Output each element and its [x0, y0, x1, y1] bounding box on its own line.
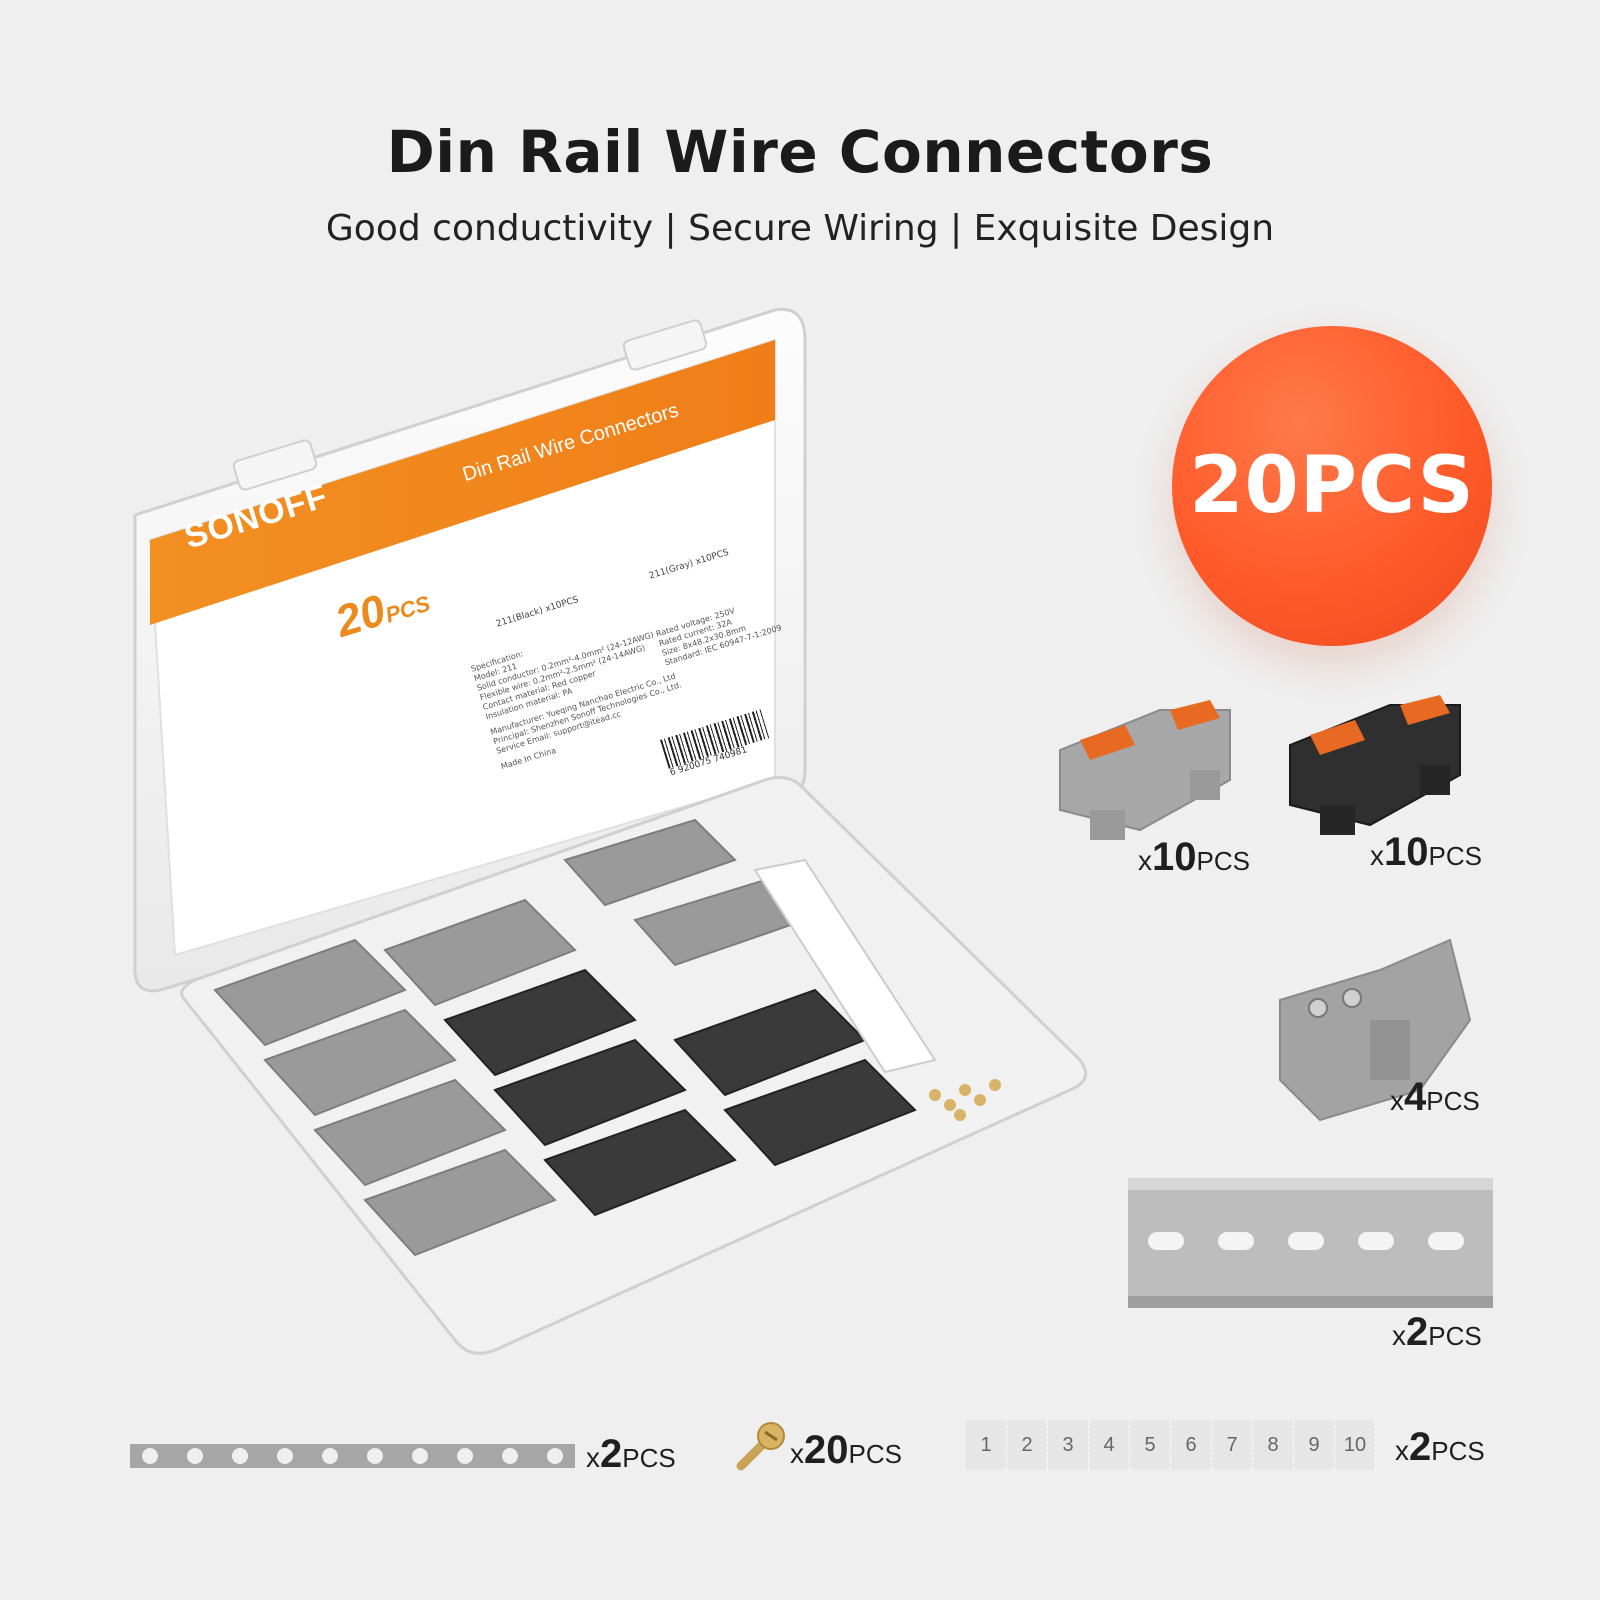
qty-number: 2 — [600, 1432, 623, 1476]
jumper-bar-image — [130, 1444, 575, 1468]
qty-unit: PCS — [1431, 1436, 1485, 1466]
qty-number: 4 — [1404, 1075, 1427, 1119]
marker-cell: 7 — [1212, 1420, 1253, 1470]
marker-cell: 4 — [1089, 1420, 1130, 1470]
qty-prefix: x — [1395, 1435, 1409, 1466]
qty-unit: PCS — [1426, 1086, 1480, 1116]
gray-connector-image — [1059, 700, 1231, 840]
gray-connector-qty: x10PCS — [1138, 835, 1250, 880]
screw-icon — [736, 1422, 785, 1471]
qty-prefix: x — [1370, 840, 1384, 871]
qty-prefix: x — [1390, 1085, 1404, 1116]
qty-prefix: x — [1138, 845, 1152, 876]
marker-cell: 5 — [1130, 1420, 1171, 1470]
box-lid — [133, 307, 807, 993]
qty-number: 2 — [1406, 1310, 1429, 1354]
din-rail-qty: x2PCS — [1392, 1310, 1482, 1355]
qty-unit: PCS — [848, 1439, 902, 1469]
inner-marker-strip — [753, 858, 937, 1074]
qty-unit: PCS — [622, 1443, 676, 1473]
qty-number: 20 — [804, 1428, 849, 1472]
quantity-badge-text: 20PCS — [1189, 441, 1475, 531]
marker-strip-qty: x2PCS — [1395, 1425, 1485, 1470]
black-connector-image — [1289, 695, 1461, 835]
marker-cell: 9 — [1294, 1420, 1335, 1470]
product-box-illustration — [133, 307, 1088, 1355]
marker-cell: 2 — [1007, 1420, 1048, 1470]
page-subtitle: Good conductivity | Secure Wiring | Exqu… — [325, 208, 1275, 249]
qty-number: 10 — [1384, 830, 1429, 874]
qty-prefix: x — [790, 1438, 804, 1469]
marker-strip-image: 1 2 3 4 5 6 7 8 9 10 — [966, 1420, 1376, 1470]
marker-cell: 6 — [1171, 1420, 1212, 1470]
box-label-count-unit: PCS — [382, 590, 433, 628]
end-stop-qty: x4PCS — [1390, 1075, 1480, 1120]
black-connector-qty: x10PCS — [1370, 830, 1482, 875]
jumper-bar-qty: x2PCS — [586, 1432, 676, 1477]
marker-cell: 8 — [1253, 1420, 1294, 1470]
qty-prefix: x — [1392, 1320, 1406, 1351]
qty-unit: PCS — [1428, 841, 1482, 871]
page-title: Din Rail Wire Connectors — [386, 118, 1214, 186]
qty-unit: PCS — [1428, 1321, 1482, 1351]
end-stop-image — [1279, 938, 1472, 1122]
marker-cell: 3 — [1048, 1420, 1089, 1470]
qty-unit: PCS — [1196, 846, 1250, 876]
qty-prefix: x — [586, 1442, 600, 1473]
quantity-badge: 20PCS — [1172, 326, 1492, 646]
din-rail-image — [1128, 1178, 1493, 1308]
marker-cell: 1 — [966, 1420, 1007, 1470]
qty-number: 10 — [1152, 835, 1197, 879]
qty-number: 2 — [1409, 1425, 1432, 1469]
marker-cell: 10 — [1335, 1420, 1376, 1470]
screw-qty: x20PCS — [790, 1428, 902, 1473]
